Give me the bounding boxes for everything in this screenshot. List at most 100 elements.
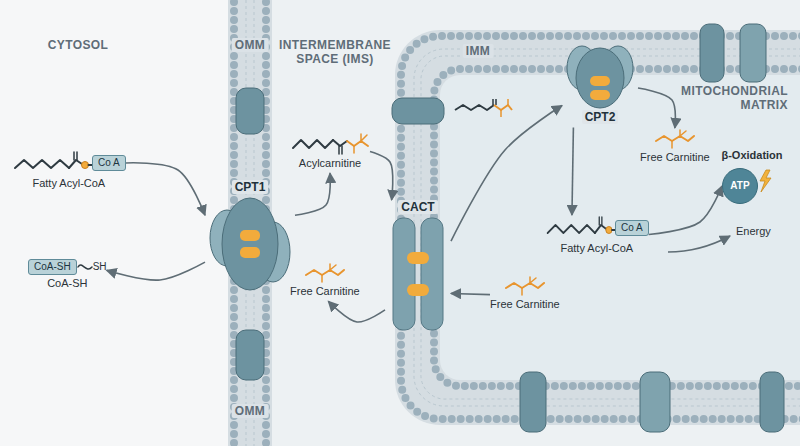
shape-rect xyxy=(640,372,670,432)
shape-path xyxy=(354,134,367,153)
flow-arrow xyxy=(295,173,330,215)
shape-path xyxy=(548,225,595,233)
node-row: CoA-SHSH xyxy=(28,258,107,276)
shape-path xyxy=(414,49,800,406)
membrane-label: OMM xyxy=(232,404,269,418)
shape-g xyxy=(548,217,615,234)
flow-arrow xyxy=(638,88,675,128)
molecule-label: Free Carnitine xyxy=(490,298,560,311)
shape-rect xyxy=(392,98,444,124)
molecule-node: Free Carnitine xyxy=(290,262,360,301)
chain-illustration xyxy=(12,150,92,176)
carn-illustration xyxy=(503,275,547,297)
shape-rect xyxy=(740,24,766,82)
node-row: Acylcarnitine xyxy=(299,156,361,170)
molecule-label: Fatty Acyl-CoA xyxy=(32,177,105,190)
shape-rect xyxy=(240,230,260,241)
membrane-label: OMM xyxy=(232,38,269,52)
shape-path xyxy=(493,99,496,105)
enzyme-label: CPT2 xyxy=(582,110,619,124)
output-label: Energy xyxy=(736,224,771,238)
molecule-label: CoA-SH xyxy=(47,277,87,290)
shape-path xyxy=(333,140,347,146)
enzyme-node: CPT1 xyxy=(205,180,295,297)
coa-box: Co A xyxy=(92,155,126,171)
molecule-label: Free Carnitine xyxy=(640,151,710,164)
shape-rect xyxy=(407,284,429,296)
shape-path xyxy=(293,140,333,148)
node-row xyxy=(290,130,370,156)
transporter-node: CACT xyxy=(385,200,451,337)
carn-illustration xyxy=(653,128,697,150)
shape-path xyxy=(501,99,508,117)
shape-path xyxy=(347,141,368,146)
flow-arrow xyxy=(451,106,562,242)
node-row: Free Carnitine xyxy=(640,150,710,164)
molecule-node: CoA-SHSHCoA-SH xyxy=(28,258,107,293)
shape-circle xyxy=(82,162,89,169)
node-row: Fatty Acyl-CoA xyxy=(32,176,105,190)
molecule-node: Co AFatty Acyl-CoA xyxy=(545,215,649,258)
region-label: INTERMEMBRANE SPACE (IMS) xyxy=(276,38,394,66)
chain-illustration xyxy=(545,215,615,241)
molecule-node: Free Carnitine xyxy=(490,275,560,314)
shape-path xyxy=(599,217,602,225)
inner-membrane xyxy=(392,24,800,432)
flow-arrow xyxy=(328,301,385,322)
shape-rect xyxy=(236,88,264,134)
node-row: Free Carnitine xyxy=(290,284,360,298)
shape-rect xyxy=(236,330,264,380)
node-row: Co A xyxy=(545,215,649,241)
shape-path xyxy=(440,75,800,380)
membrane-label: IMM xyxy=(463,44,494,58)
enzyme-label: CPT1 xyxy=(232,180,269,194)
node-row: Fatty Acyl-CoA xyxy=(560,241,633,255)
shape-path xyxy=(421,56,800,399)
molecule-label: Free Carnitine xyxy=(290,285,360,298)
shape-path xyxy=(395,30,800,425)
shape-path xyxy=(656,136,694,141)
shape-ellipse xyxy=(576,48,624,108)
node-row: CPT1 xyxy=(232,180,269,194)
shape-path xyxy=(455,105,494,110)
shape-rect xyxy=(590,90,610,100)
shape-path xyxy=(672,130,686,148)
flow-arrow xyxy=(572,127,573,215)
flow-arrow xyxy=(370,152,393,200)
node-row: Free Carnitine xyxy=(490,297,560,311)
node-row: CACT xyxy=(398,200,437,214)
shape-path xyxy=(494,105,512,110)
shape-path xyxy=(595,225,606,233)
molecule-label: Fatty Acyl-CoA xyxy=(560,242,633,255)
node-row xyxy=(653,128,697,150)
cpt1-illustration xyxy=(205,194,295,294)
shape-circle xyxy=(606,227,612,234)
flow-arrow xyxy=(649,186,722,234)
region-label: MITOCHONDRIAL MATRIX xyxy=(676,84,788,112)
shape-rect xyxy=(0,0,228,446)
shape-rect xyxy=(760,372,784,432)
atp-label: ATP xyxy=(730,180,749,192)
shape-ellipse xyxy=(222,198,278,290)
shape-path xyxy=(401,36,800,419)
shape-path xyxy=(434,69,800,386)
cpt2-illustration xyxy=(562,40,638,110)
coa-box: CoA-SH xyxy=(28,259,77,275)
node-row: CPT2 xyxy=(582,110,619,124)
pathway-label: β-Oxidation xyxy=(721,148,782,162)
flow-arrow xyxy=(126,163,205,215)
shape-path xyxy=(74,152,77,160)
shape-rect xyxy=(700,24,724,82)
flow-arrow xyxy=(107,262,205,280)
shape-polygon xyxy=(760,170,771,192)
squig-illustration xyxy=(77,258,93,276)
node-row xyxy=(205,194,295,294)
shape-path xyxy=(15,160,69,168)
enzyme-node: CPT2 xyxy=(562,40,638,127)
node-row xyxy=(303,262,347,284)
flow-arrow xyxy=(451,293,490,294)
shape-rect xyxy=(407,252,429,264)
atp-circle: ATP xyxy=(722,168,758,204)
